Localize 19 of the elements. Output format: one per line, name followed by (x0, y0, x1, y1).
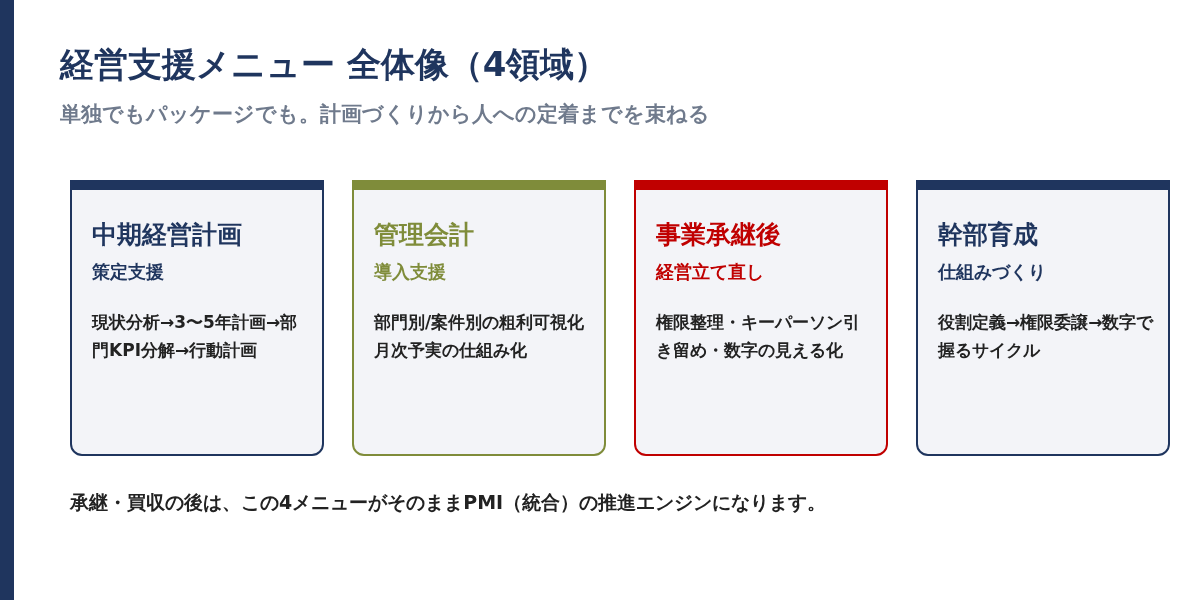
card-subheading: 導入支援 (374, 260, 446, 284)
card-subheading: 仕組みづくり (938, 260, 1046, 284)
card-subheading: 経営立て直し (656, 260, 764, 284)
menu-card (634, 180, 888, 456)
caption: 承継・買収の後は、この4メニューがそのままPMI（統合）の推進エンジンになります。 (70, 490, 827, 515)
card-text: 役割定義→権限委譲→数字で握るサイクル (938, 311, 1155, 363)
card-subheading: 策定支援 (92, 260, 164, 284)
card-text: 部門別/案件別の粗利可視化月次予実の仕組み化 (374, 311, 586, 363)
card-heading: 幹部育成 (938, 219, 1038, 251)
subtitle: 単独でもパッケージでも。計画づくりから人への定着までを束ねる (60, 101, 710, 128)
menu-card (352, 180, 606, 456)
card-heading: 事業承継後 (656, 219, 781, 251)
card-heading: 管理会計 (374, 219, 474, 251)
card-heading: 中期経営計画 (92, 219, 242, 251)
card-text: 現状分析→3〜5年計画→部門KPI分解→行動計画 (92, 311, 299, 363)
menu-card (916, 180, 1170, 456)
menu-card (70, 180, 324, 456)
card-text: 権限整理・キーパーソン引き留め・数字の見える化 (656, 311, 861, 363)
title: 経営支援メニュー 全体像（4領域） (60, 43, 609, 86)
